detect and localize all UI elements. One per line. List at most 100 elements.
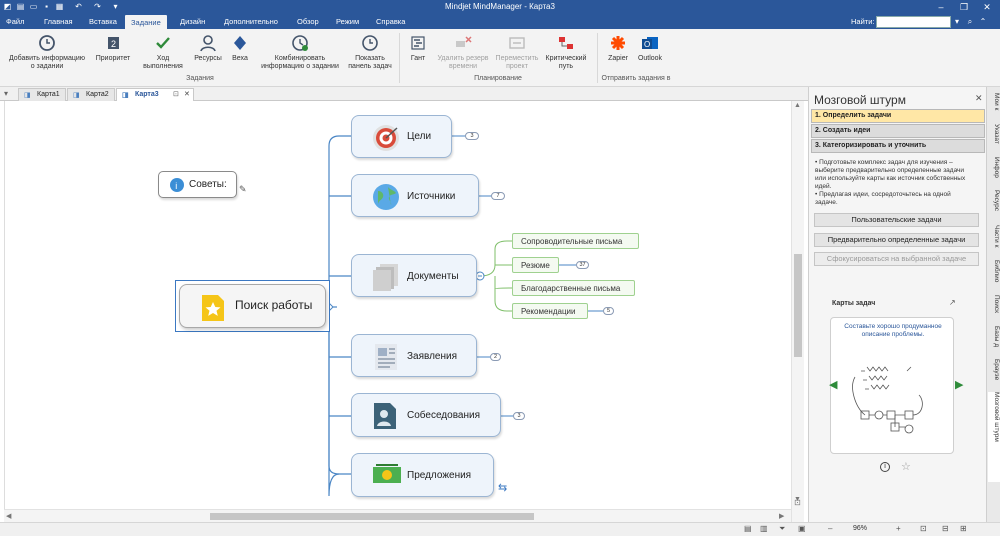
combine-info-button[interactable]: Комбинировать информацию о задании [258,33,342,71]
scroll-down-icon[interactable]: ▼ [794,496,801,503]
redo-icon[interactable]: ↷ [94,2,101,11]
vertical-scrollbar[interactable]: ▲ ▼ [791,101,804,522]
central-topic[interactable]: Поиск работы [179,284,326,328]
vertical-scroll-thumb[interactable] [794,254,802,357]
zoom-level[interactable]: 96% [853,525,868,532]
topic-interviews[interactable]: Собеседования [351,393,501,437]
priority-button[interactable]: 2 Приоритет [93,33,133,63]
panel-close-icon[interactable]: ✕ [975,93,983,103]
tab-design[interactable]: Дизайн [180,17,206,26]
focus-selected-task-button[interactable]: Сфокусироваться на выбранной задаче [814,252,979,266]
tab-view[interactable]: Режим [336,17,360,26]
filter-icon[interactable]: ⏷ [779,524,786,533]
find-search-icon[interactable]: ⌕ [967,17,973,26]
rail-tab-resources[interactable]: Ресурс [993,190,1000,211]
step-define-tasks[interactable]: 1. Определить задачи [811,109,985,123]
card-info-icon[interactable]: i [880,462,890,472]
close-window-icon[interactable]: ✕ [983,2,991,12]
undo-icon[interactable]: ↶ [75,2,82,11]
tab-review[interactable]: Обзор [297,17,319,26]
zoom-in-icon[interactable]: + [896,524,901,533]
fit-map-icon[interactable]: ⊡ [794,498,801,507]
scroll-right-icon[interactable]: ▶ [779,513,785,520]
print-icon[interactable]: ▦ [55,2,64,11]
custom-tasks-button[interactable]: Пользовательские задачи [814,213,979,227]
map-canvas[interactable]: i Советы: ✎ Поиск работы Цели 3 Источник… [4,101,804,522]
resources-button[interactable]: Ресурсы [190,33,226,63]
minimize-icon[interactable]: – [938,2,944,12]
next-card-icon[interactable]: ▶ [955,379,964,391]
topic-offers[interactable]: Предложения [351,453,494,497]
doc-tab-map3[interactable]: ◨ Карта3 ⊡ ✕ [116,88,194,102]
subtopic-thank-you-letters[interactable]: Благодарственные письма [512,280,635,296]
progress-button[interactable]: Ход выполнения [140,33,186,71]
add-task-info-button[interactable]: Добавить информацию о задании [5,33,89,71]
scroll-left-icon[interactable]: ◀ [6,513,12,520]
doc-tab-map1[interactable]: ◨ Карта1 [18,88,66,101]
save-icon[interactable]: ▪ [45,2,48,11]
predefined-tasks-button[interactable]: Предварительно определенные задачи [814,233,979,247]
view-icon[interactable]: ▥ [760,524,768,533]
find-input[interactable] [876,16,951,28]
fit-page-icon[interactable]: ⊡ [920,524,927,533]
tab-help[interactable]: Справка [376,17,406,26]
task-card[interactable]: Составьте хорошо продуманное описание пр… [830,317,954,454]
open-external-icon[interactable]: ↗ [949,298,956,307]
tab-task[interactable]: Задание [125,15,167,29]
remove-slack-button[interactable]: Удалить резерв времени [433,33,493,71]
open-file-icon[interactable]: ▭ [29,2,38,11]
milestone-button[interactable]: Веха [228,33,252,63]
central-topic-selection[interactable]: Поиск работы [175,280,330,332]
tab-home[interactable]: Главная [44,17,73,26]
subtopic-resume[interactable]: Резюме [512,257,559,273]
relationship-icon[interactable]: ⇆ [498,482,508,494]
find-dropdown-icon[interactable]: ▾ [954,17,959,26]
rail-tab-brainstorm[interactable]: Мозговой штурм [988,392,1000,482]
tab-insert[interactable]: Вставка [89,17,117,26]
gantt-button[interactable]: Гант [405,33,431,63]
topic-documents[interactable]: Документы [351,254,477,297]
rail-tab-library[interactable]: Библио [993,260,1000,283]
subtopic-cover-letters[interactable]: Сопроводительные письма [512,233,639,249]
expand-all-icon[interactable]: ⊞ [960,524,967,533]
rail-tab-index[interactable]: Указат [993,124,1000,144]
collapse-ribbon-icon[interactable]: ⌃ [979,17,987,26]
favorite-star-icon[interactable]: ☆ [901,461,911,473]
horizontal-scroll-thumb[interactable] [210,513,534,520]
move-project-button[interactable]: Переместить проект [494,33,540,71]
collapse-all-icon[interactable]: ⊟ [942,524,949,533]
tabs-overflow-icon[interactable]: ▾ [4,89,9,98]
zapier-button[interactable]: Zapier [604,33,632,63]
new-file-icon[interactable]: ▤ [16,2,25,11]
step-categorize[interactable]: 3. Категоризировать и уточнить [811,139,985,153]
rail-tab-browser[interactable]: Браузе [993,359,1000,381]
topic-applications[interactable]: Заявления [351,334,477,377]
tab-file[interactable]: Файл [6,17,25,26]
topic-sources[interactable]: Источники [351,174,479,217]
rail-tab-databases[interactable]: Базы д [993,326,1000,348]
topic-goals[interactable]: Цели [351,115,452,158]
subtopic-recommendations[interactable]: Рекомендации [512,303,588,319]
scroll-up-icon[interactable]: ▲ [794,102,801,109]
show-task-pane-button[interactable]: Показать панель задач [348,33,392,71]
outlook-button[interactable]: O Outlook [634,33,666,63]
pin-tab-icon[interactable]: ⊡ [173,91,179,98]
zoom-out-icon[interactable]: – [828,524,833,533]
customize-qat-icon[interactable]: ▾ [113,2,118,11]
previous-card-icon[interactable]: ◀ [829,379,838,391]
critical-path-button[interactable]: Критический путь [542,33,590,71]
rail-tab-map-parts[interactable]: Части к [993,225,1000,248]
rail-tab-search[interactable]: Поиск [993,295,1000,314]
step-create-ideas[interactable]: 2. Создать идеи [811,124,985,138]
doc-tab-map2[interactable]: ◨ Карта2 [67,88,115,101]
tips-callout[interactable]: i Советы: [158,171,237,198]
maximize-icon[interactable]: ❐ [959,2,969,12]
layout-icon[interactable]: ▤ [744,524,752,533]
close-tab-icon[interactable]: ✕ [184,91,190,98]
rail-tab-info[interactable]: Инфор [993,157,1000,178]
horizontal-scrollbar[interactable]: ◀ ▶ [4,509,791,522]
presentation-icon[interactable]: ▣ [798,524,806,533]
tab-advanced[interactable]: Дополнительно [224,17,278,26]
notes-icon[interactable]: ✎ [239,184,247,194]
rail-tab-my-maps[interactable]: Мои к [993,93,1000,111]
